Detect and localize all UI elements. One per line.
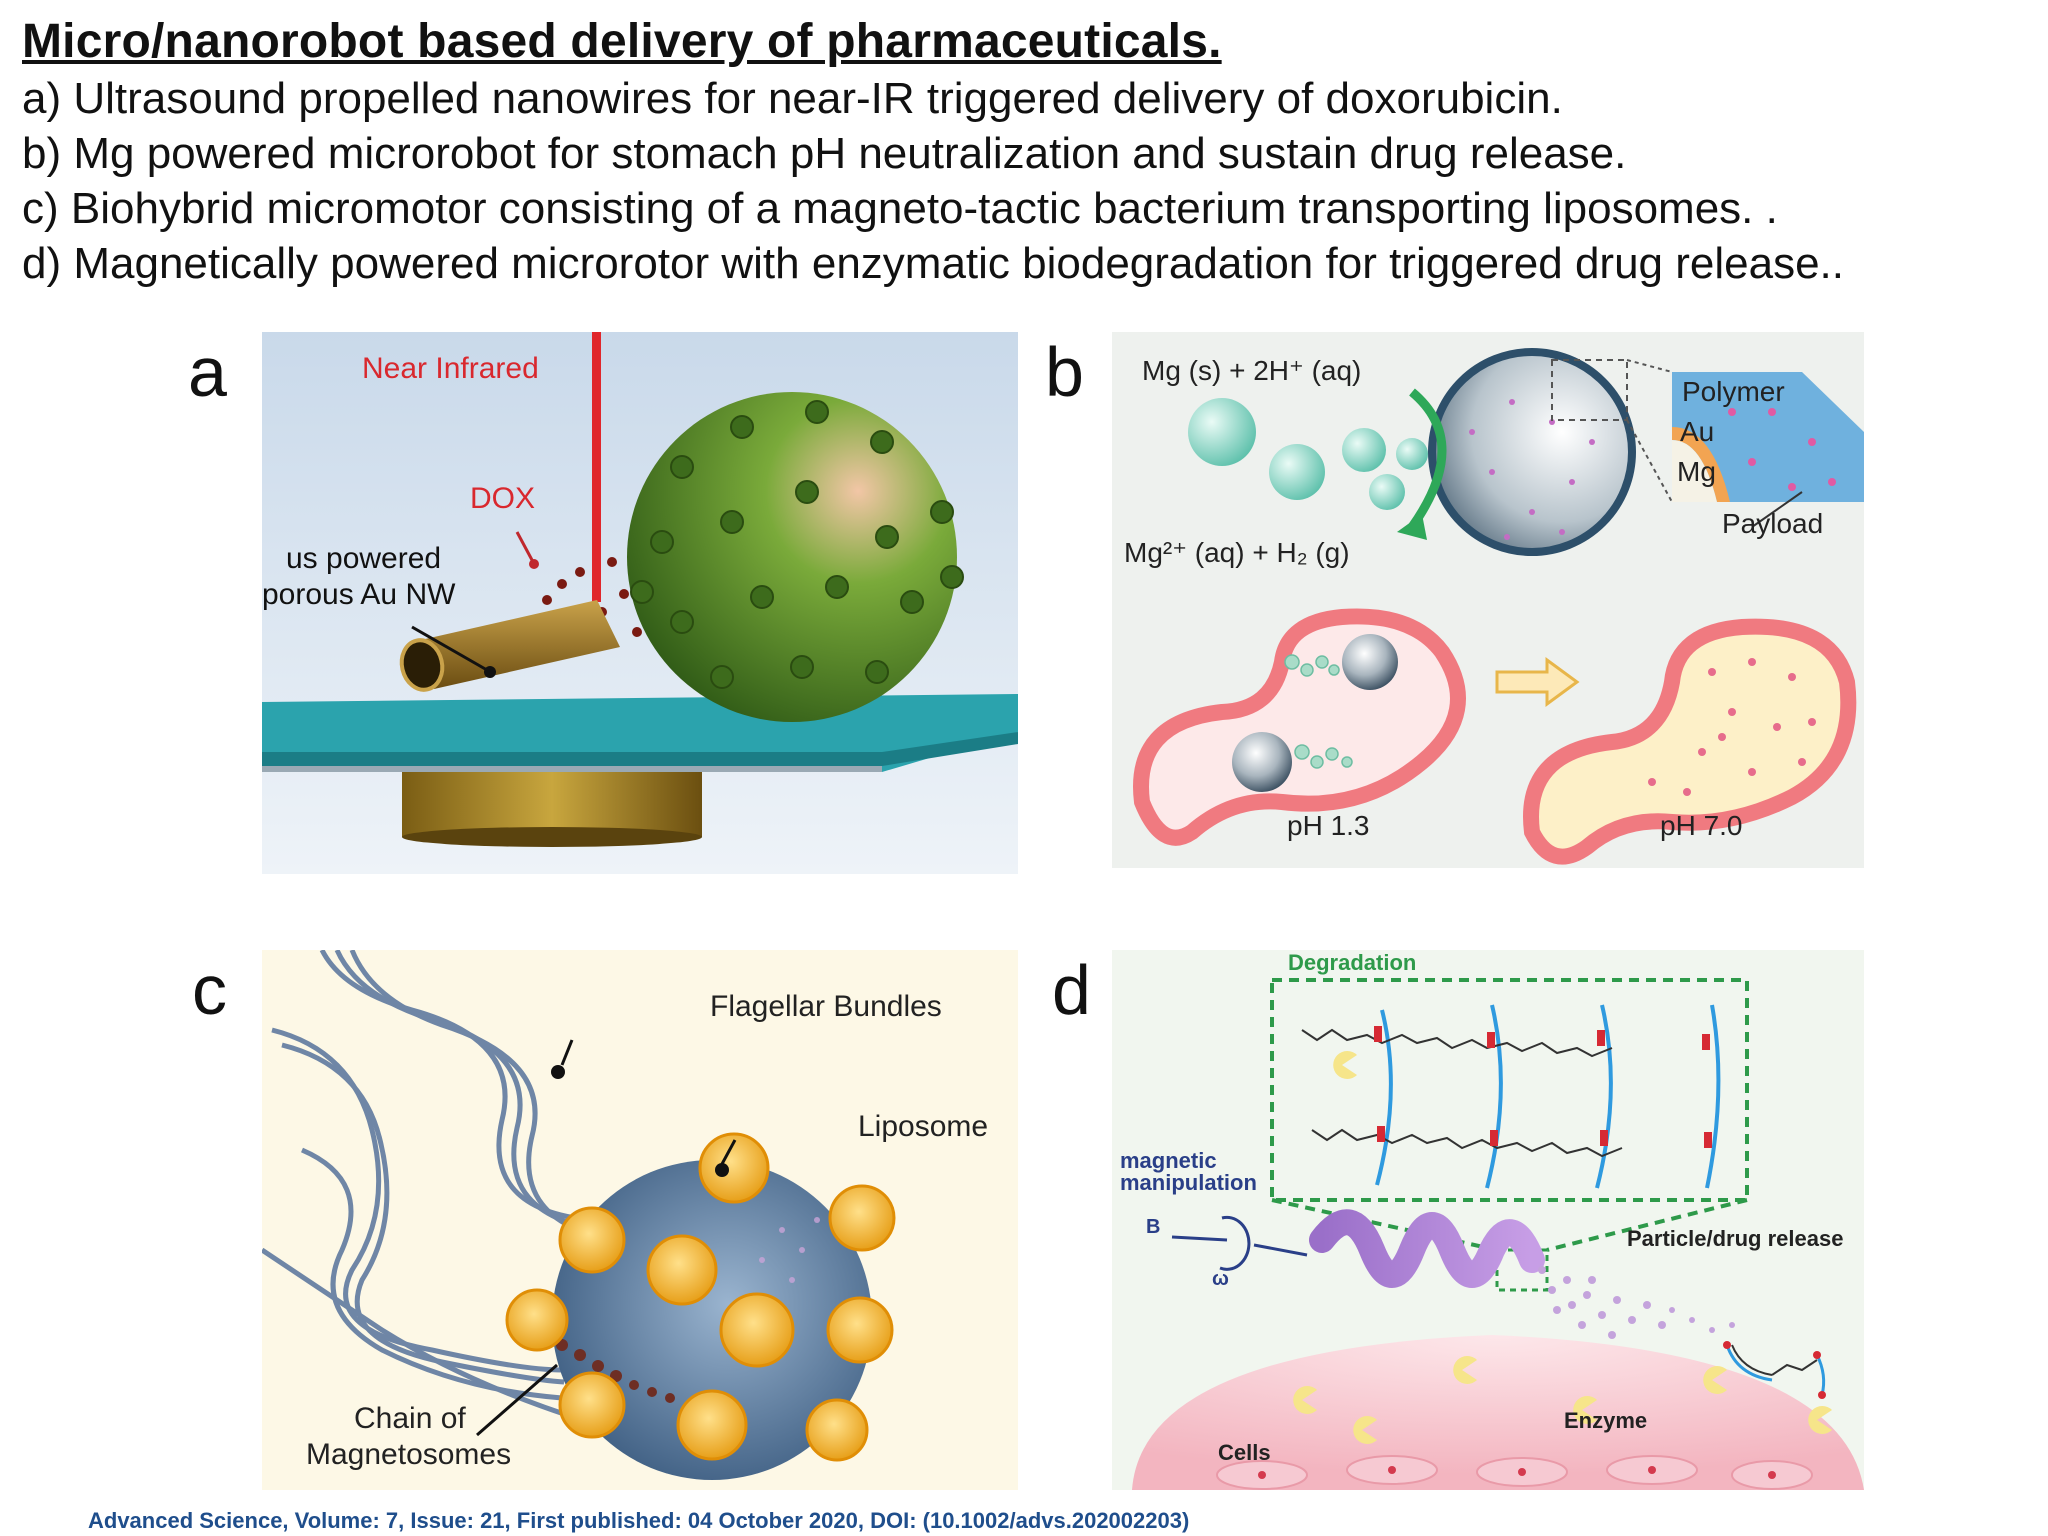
reaction-bottom-label: Mg²⁺ (aq) + H₂ (g) — [1124, 537, 1350, 568]
chain-label-line2: Magnetosomes — [306, 1438, 512, 1471]
degradation-label: Degradation — [1288, 950, 1417, 975]
panel-d-illustration: Degradation magnetic manipulation B ω Pa… — [1112, 950, 1864, 1490]
caption-line-a: a) Ultrasound propelled nanowires for ne… — [22, 74, 1563, 123]
magnetic-label-line1: magnetic — [1120, 1148, 1217, 1173]
panel-c-illustration: Flagellar Bundles Liposome Chain of Magn… — [262, 950, 1018, 1490]
dox-label: DOX — [470, 482, 536, 515]
flagellar-bundles-label: Flagellar Bundles — [710, 990, 942, 1023]
page-title: Micro/nanorobot based delivery of pharma… — [22, 15, 1222, 68]
caption-line-b: b) Mg powered microrobot for stomach pH … — [22, 129, 1627, 178]
nanowire-label-line1: us powered — [286, 542, 442, 575]
panel-b-scene — [1112, 332, 1864, 868]
caption-line-d: d) Magnetically powered microrotor with … — [22, 239, 1845, 288]
panel-d-scene — [1112, 950, 1864, 1490]
chain-label-line1: Chain of — [354, 1402, 466, 1435]
panel-a-scene — [262, 332, 1018, 874]
omega-label: ω — [1212, 1268, 1229, 1290]
panel-letter-d: d — [1052, 951, 1091, 1029]
au-label: Au — [1680, 416, 1715, 447]
enzyme-label: Enzyme — [1564, 1408, 1648, 1433]
magnetic-label-line2: manipulation — [1120, 1170, 1257, 1195]
panel-letter-a: a — [188, 333, 227, 411]
panel-b-illustration: Mg (s) + 2H⁺ (aq) Mg²⁺ (aq) + H₂ (g) Pol… — [1112, 332, 1864, 868]
particle-release-label: Particle/drug release — [1627, 1226, 1844, 1251]
payload-label: Payload — [1722, 508, 1824, 539]
panel-letter-c: c — [192, 951, 227, 1029]
cells-label: Cells — [1218, 1440, 1271, 1465]
near-infrared-label: Near Infrared — [362, 352, 539, 385]
panel-c-scene — [262, 950, 1018, 1490]
reaction-top-label: Mg (s) + 2H⁺ (aq) — [1142, 355, 1362, 386]
citation-footer: Advanced Science, Volume: 7, Issue: 21, … — [88, 1508, 1190, 1533]
mg-label: Mg — [1677, 456, 1716, 487]
nanowire-label-line2: porous Au NW — [262, 578, 456, 611]
b-field-label: B — [1146, 1216, 1161, 1238]
ph-right-label: pH 7.0 — [1660, 810, 1743, 841]
liposome-label: Liposome — [858, 1110, 989, 1143]
ph-left-label: pH 1.3 — [1287, 810, 1370, 841]
polymer-label: Polymer — [1682, 376, 1785, 407]
panel-letter-b: b — [1045, 333, 1084, 411]
caption-line-c: c) Biohybrid micromotor consisting of a … — [22, 184, 1778, 233]
panel-a-illustration: Near Infrared DOX us powered porous Au N… — [262, 332, 1018, 874]
